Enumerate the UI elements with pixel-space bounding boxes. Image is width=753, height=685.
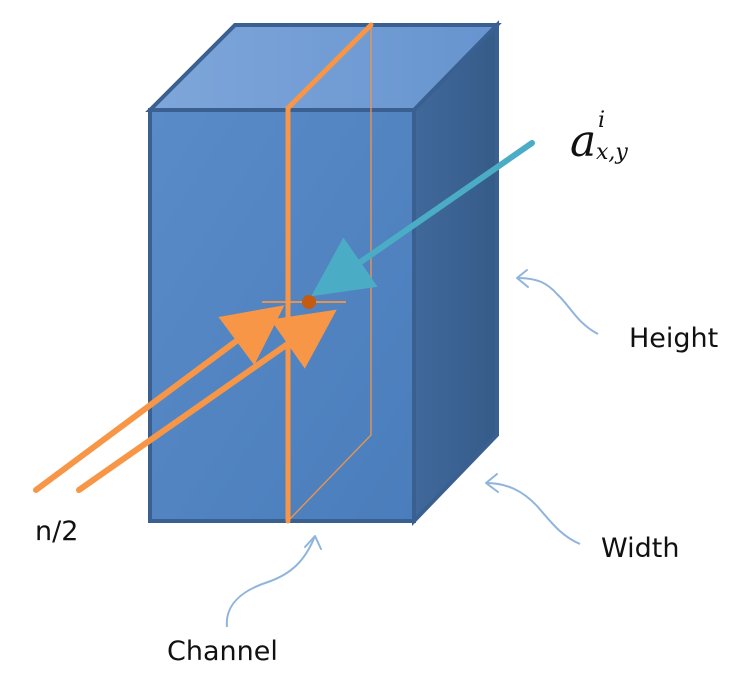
neighbor-arrow-lower — [33, 305, 285, 493]
activation-base: a — [570, 116, 597, 167]
height-guide-curve — [516, 277, 599, 335]
channel-guide-arrowhead — [304, 535, 322, 550]
width-guide-arrowhead — [485, 473, 499, 493]
activation-label: a i x,y — [570, 110, 680, 180]
cuboid-side-face — [412, 20, 499, 526]
activation-subscript: x,y — [596, 140, 628, 165]
width-guide-curve — [485, 482, 581, 545]
height-guide-arrowhead — [516, 269, 529, 288]
channel-guide-curve — [225, 535, 316, 628]
neighbor-arrow-upper — [76, 309, 337, 493]
activation-superscript: i — [598, 108, 606, 133]
channel-plane-top-edge — [285, 22, 374, 111]
activation-arrow — [311, 140, 535, 297]
activation-point — [302, 295, 316, 309]
width-label: Width — [601, 533, 680, 564]
n-half-label: n/2 — [35, 516, 79, 547]
height-label: Height — [629, 323, 719, 354]
channel-label: Channel — [167, 636, 278, 667]
cuboid-front-face — [148, 108, 416, 523]
